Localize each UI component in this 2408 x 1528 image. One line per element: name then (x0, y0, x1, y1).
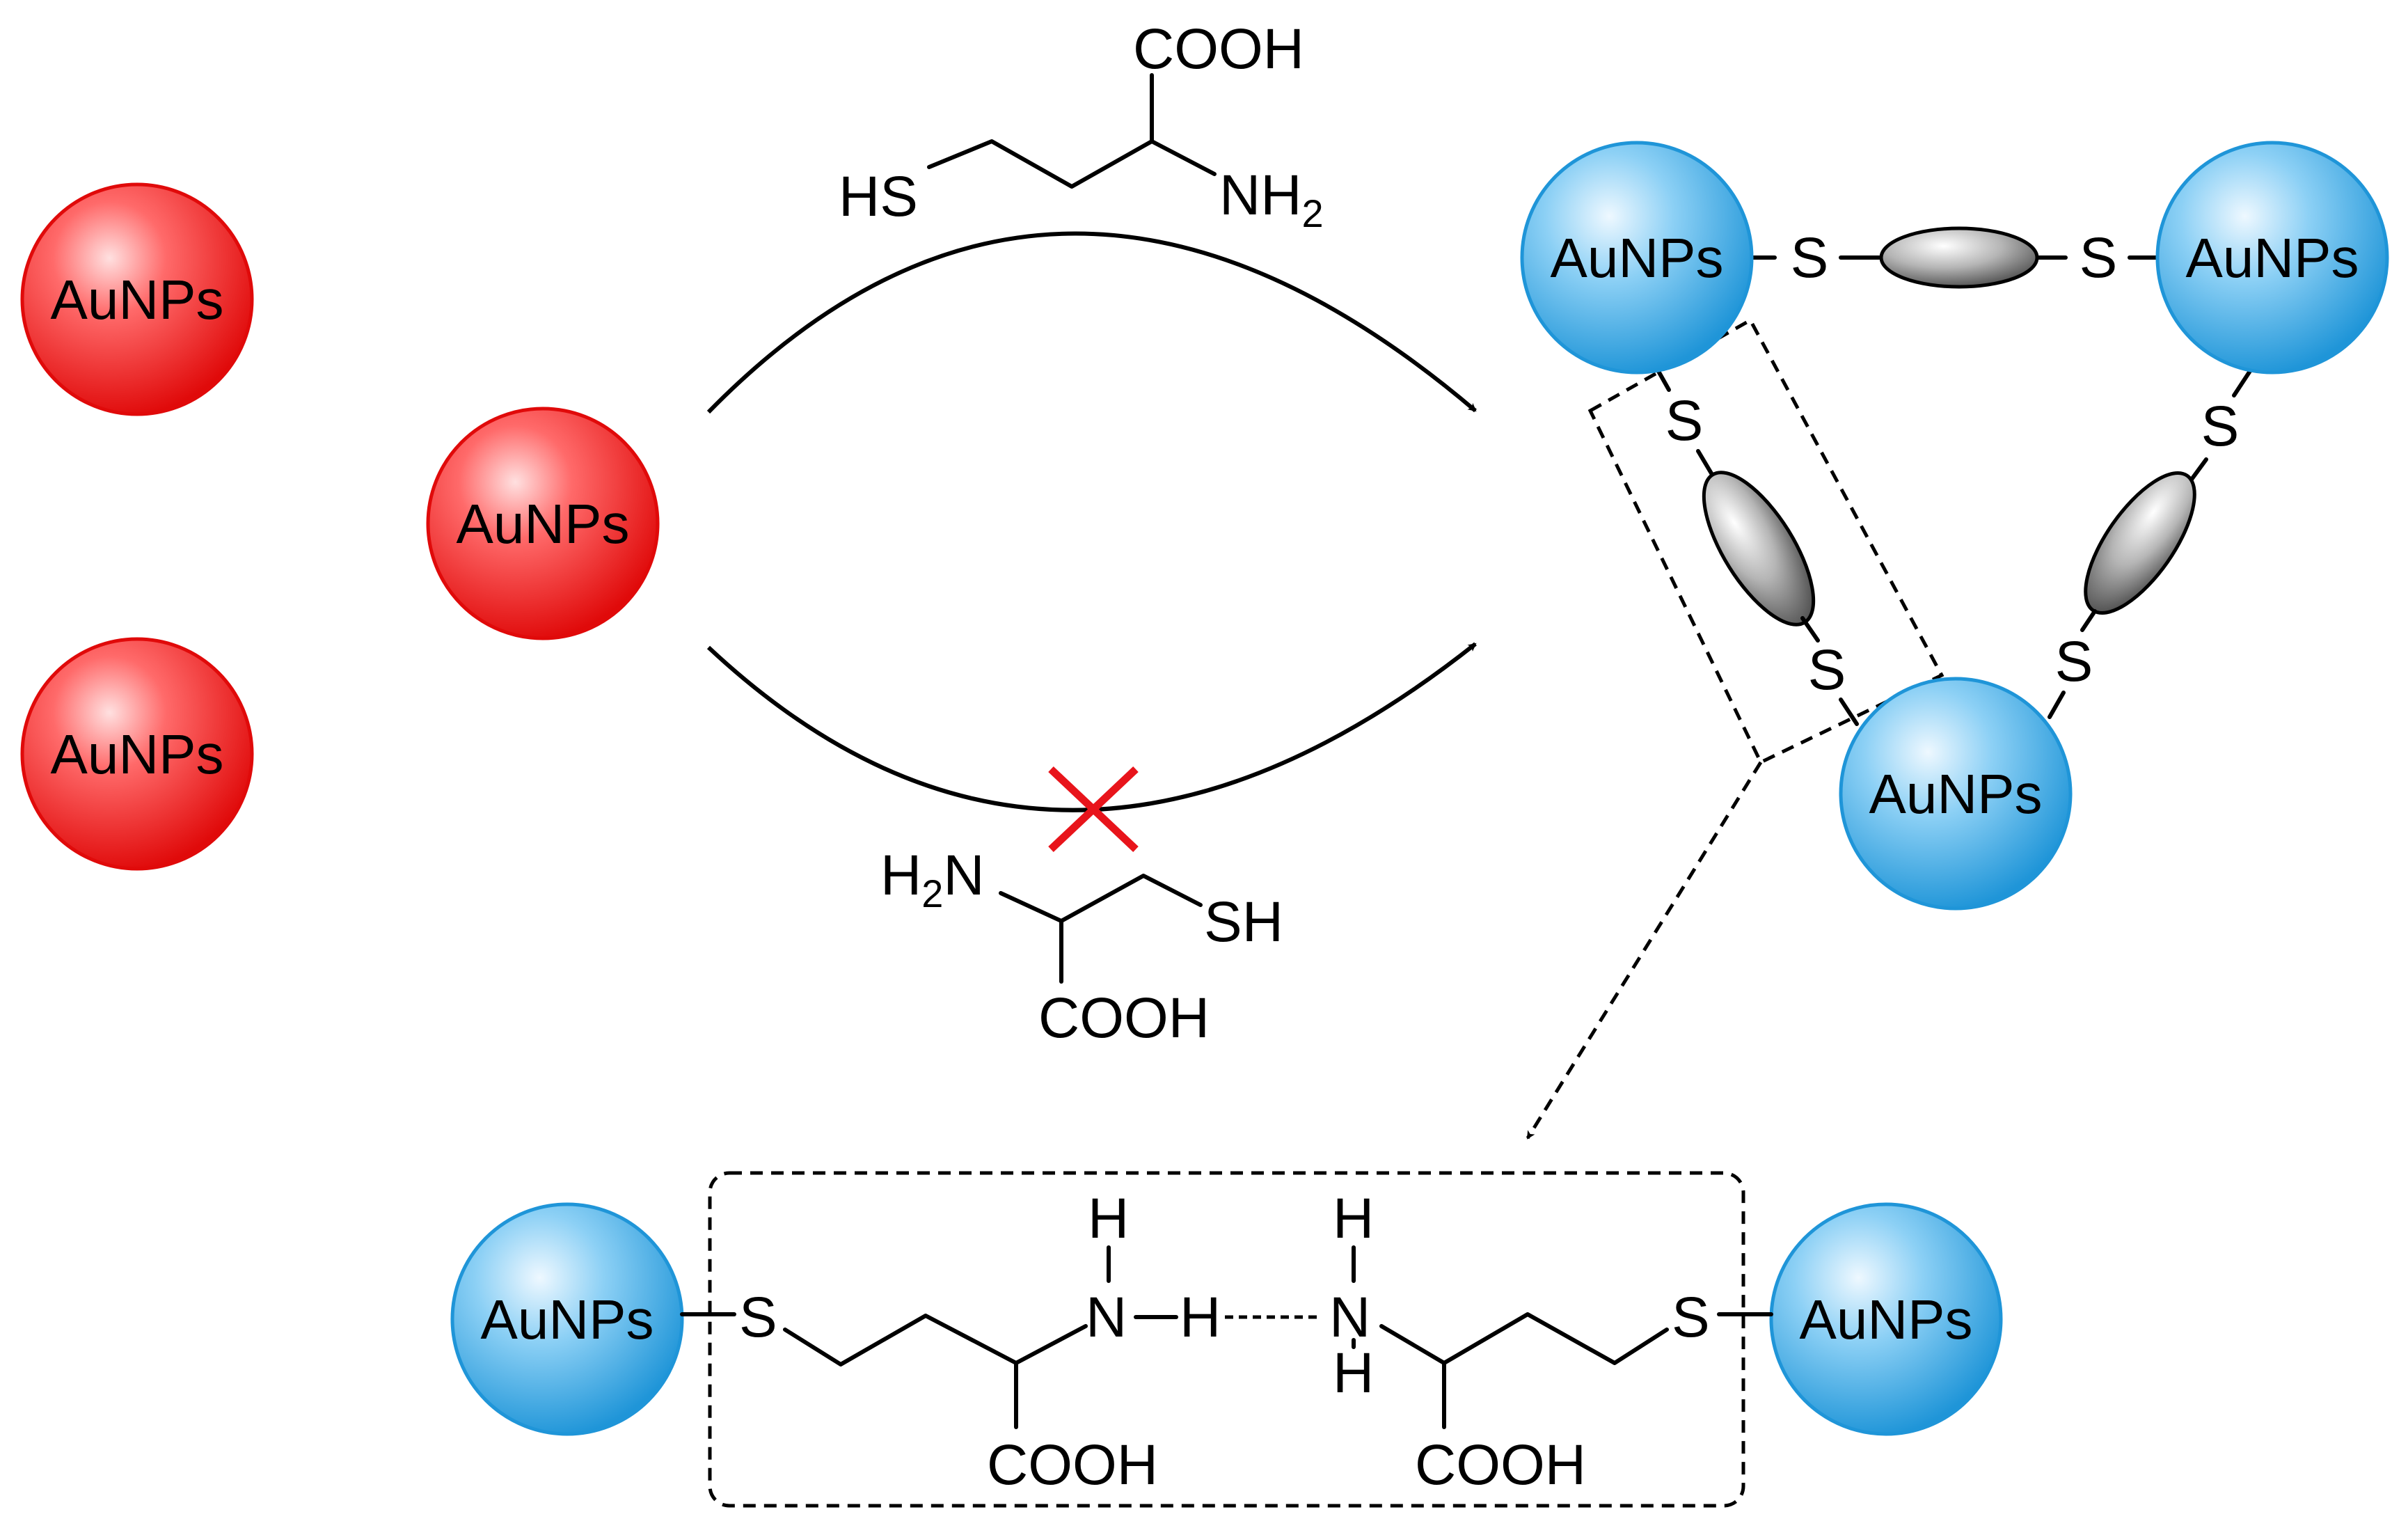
cysteine-nh2: H2N (880, 844, 985, 915)
detail-left-s: S (739, 1286, 777, 1349)
reaction-arrow-upper (706, 231, 1477, 414)
detail-bridge-h: H (1180, 1286, 1221, 1349)
detail-right-bottom-h: H (1333, 1341, 1374, 1405)
nanoparticle-label: AuNPs (457, 493, 630, 555)
nanoparticle-label: AuNPs (1869, 763, 2043, 825)
cysteine-sh: SH (1204, 890, 1283, 954)
free-nanoparticle: AuNPs (20, 182, 254, 416)
aggregated-nanoparticle: AuNPs (1769, 1202, 2003, 1436)
detail-view: AuNPs AuNPs S COOH H N H H N H COOH S (450, 1171, 2003, 1508)
aggregated-nanoparticle: AuNPs (1520, 141, 1754, 375)
thiol-s: S (1808, 638, 1846, 702)
reaction-arrow-lower (706, 642, 1477, 812)
detail-left-nh-h: H (1088, 1187, 1129, 1250)
aggregated-nanoparticle: AuNPs (450, 1202, 684, 1436)
free-nanoparticle: AuNPs (426, 407, 660, 640)
thiol-s: S (1665, 389, 1704, 452)
detail-left-n: N (1086, 1286, 1127, 1349)
homocysteine-sh: HS (839, 165, 918, 228)
nanoparticle-label: AuNPs (1800, 1289, 1973, 1350)
aggregate-linker-top: S S (1745, 226, 2163, 290)
detail-right-n: N (1329, 1286, 1370, 1349)
thiol-s: S (2055, 630, 2093, 693)
homocysteine-cooh: COOH (1133, 17, 1304, 81)
detail-left-cooh: COOH (987, 1433, 1158, 1497)
detail-box (708, 1171, 1745, 1508)
highlight-box (1587, 317, 1944, 765)
zoom-arrow (1526, 761, 1763, 1140)
blocked-cross-icon (1048, 766, 1139, 853)
nanoparticle-label: AuNPs (2186, 227, 2359, 289)
nanoparticle-label: AuNPs (51, 723, 224, 785)
nanoparticle-label: AuNPs (481, 1289, 654, 1350)
aggregate-linker-left: S S (1654, 365, 1859, 726)
thiol-s: S (2201, 395, 2240, 458)
homocysteine-nh2: NH2 (1219, 164, 1324, 235)
nanoparticle-label: AuNPs (1551, 227, 1724, 289)
aggregate-linker-right: S S (2047, 367, 2253, 719)
aggregated-nanoparticle: AuNPs (1839, 677, 2073, 911)
nanoparticle-label: AuNPs (51, 269, 224, 331)
detail-right-cooh: COOH (1415, 1433, 1586, 1497)
thiol-s: S (2080, 226, 2118, 290)
cysteine-cooh: COOH (1038, 986, 1210, 1050)
free-nanoparticle: AuNPs (20, 637, 254, 871)
thiol-s: S (1791, 226, 1829, 290)
aggregated-nanoparticle: AuNPs (2155, 141, 2389, 375)
homocysteine-structure: COOH HS NH2 (839, 17, 1324, 235)
detail-right-top-h: H (1333, 1187, 1374, 1250)
detail-right-s: S (1672, 1286, 1710, 1349)
cysteine-structure: H2N SH COOH (880, 844, 1283, 1050)
